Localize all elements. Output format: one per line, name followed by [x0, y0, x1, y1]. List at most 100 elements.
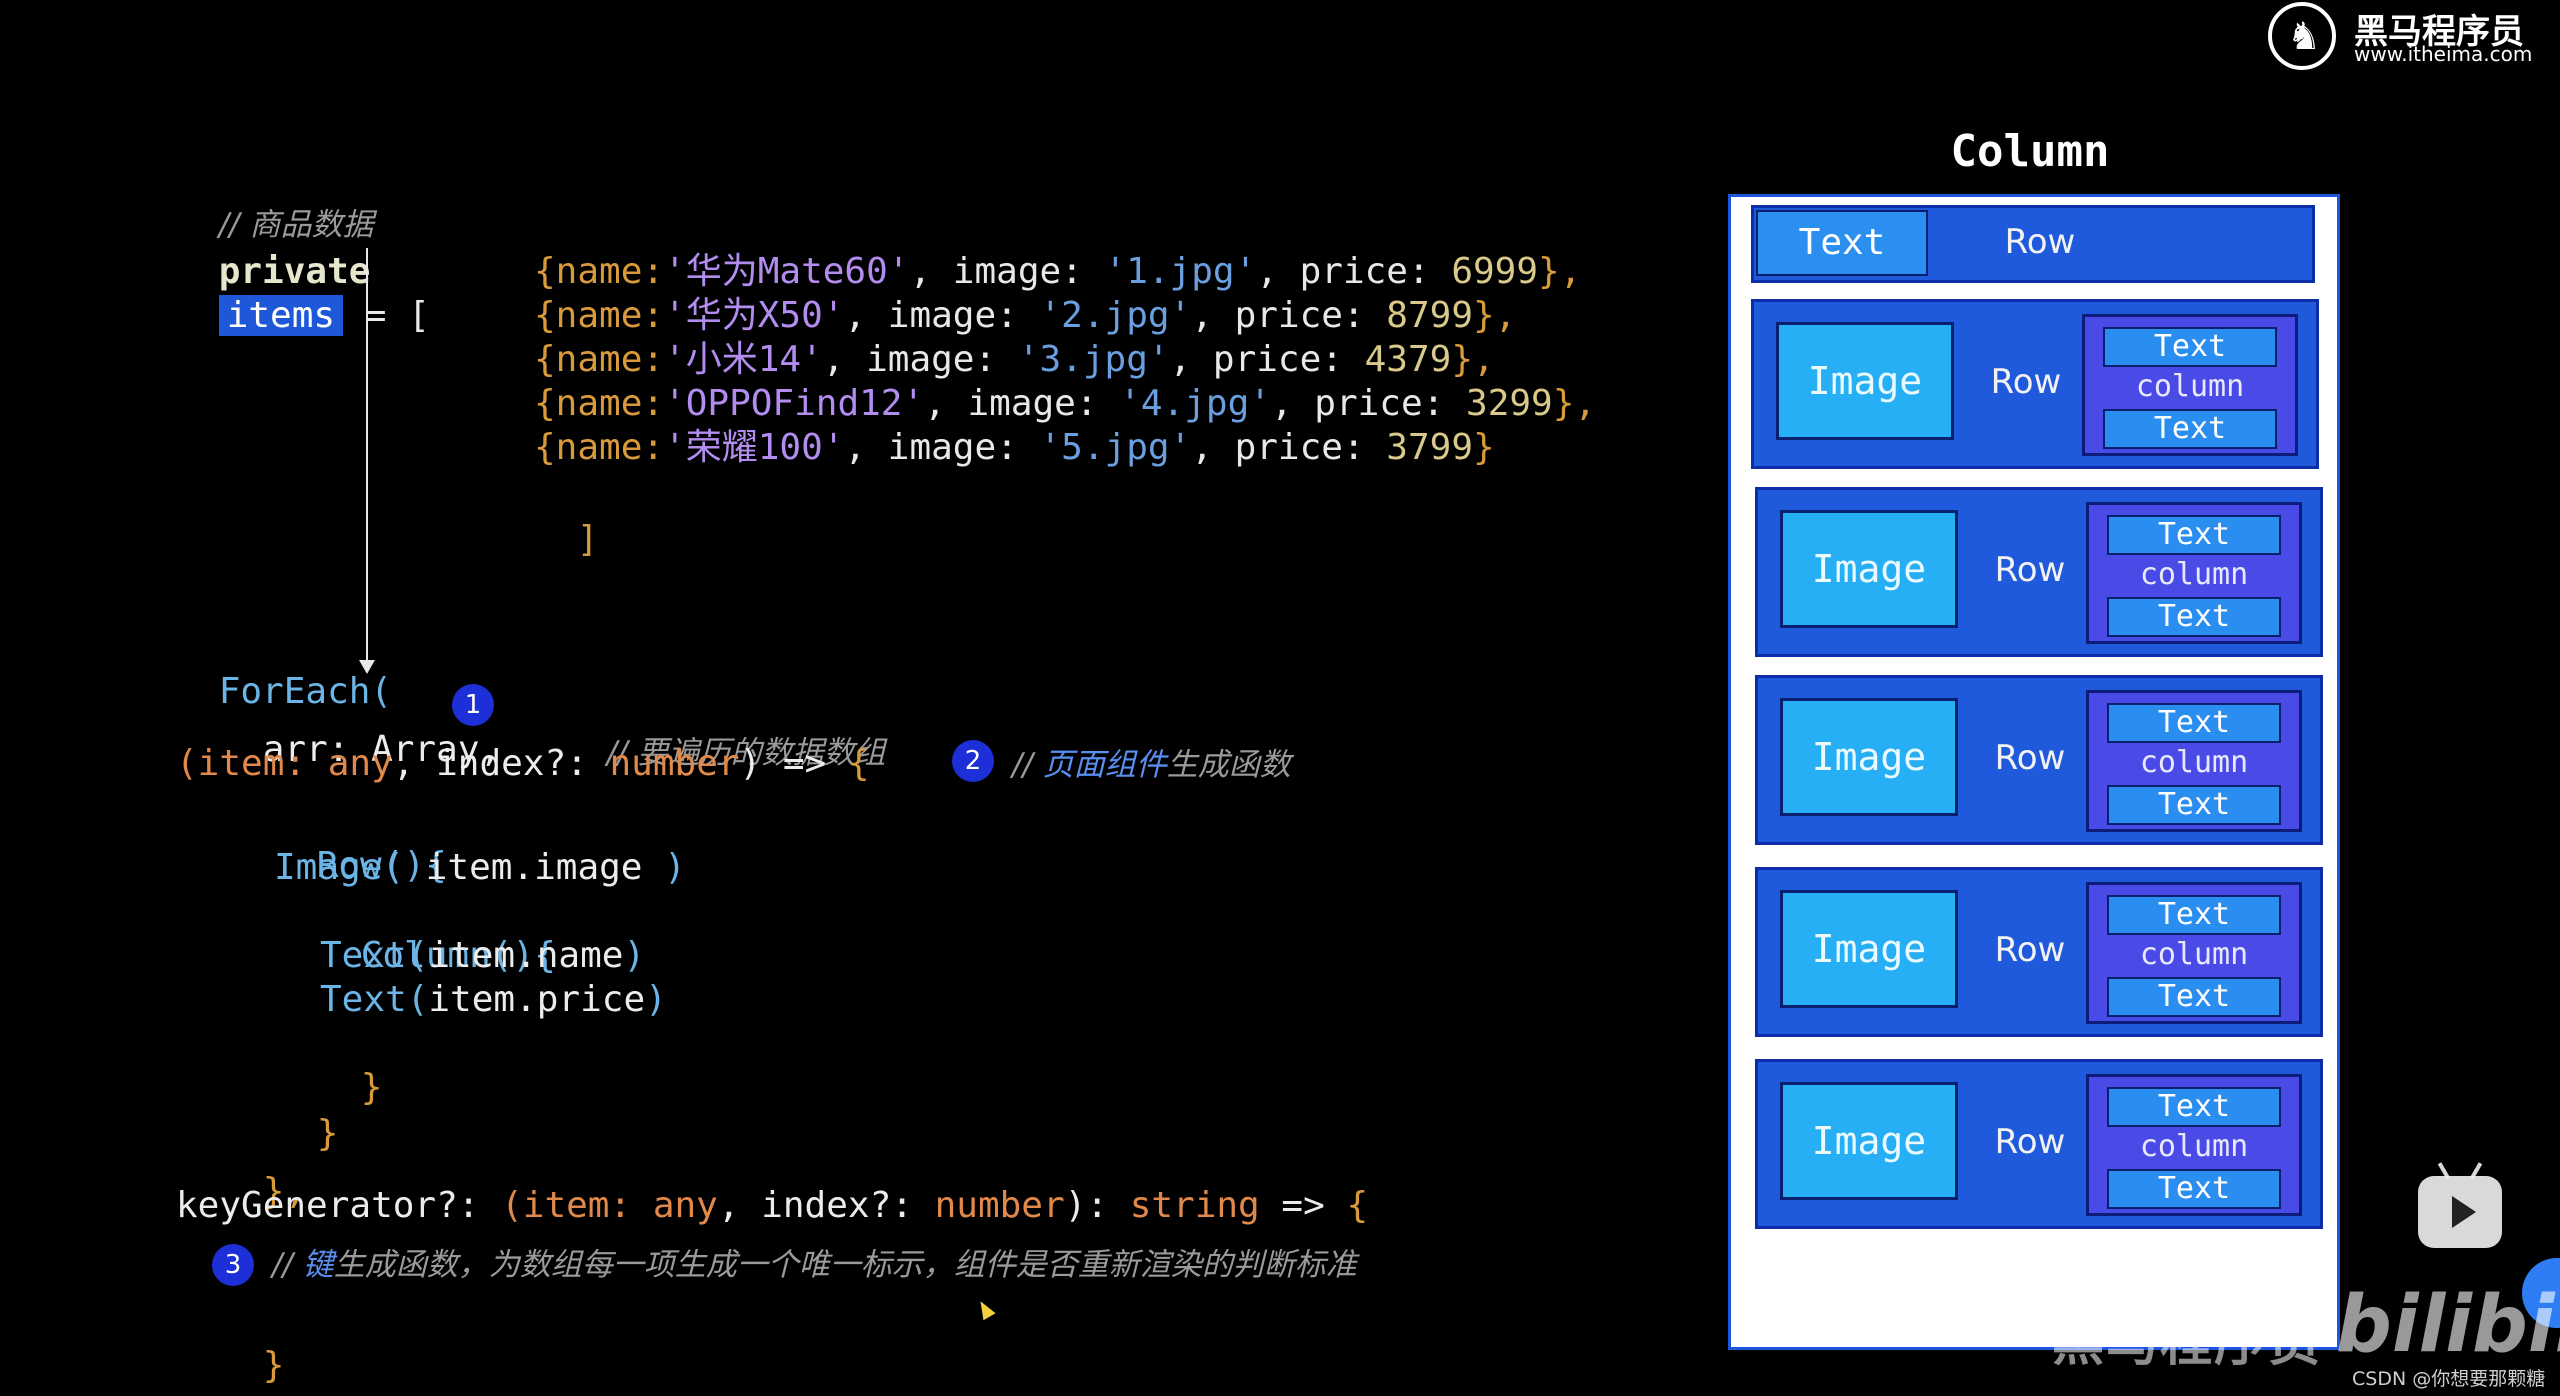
column-call: Column(){ [360, 935, 556, 976]
keygen-close: } [262, 1345, 285, 1386]
row-label: Row [1994, 738, 2066, 778]
items-variable[interactable]: items [218, 295, 344, 336]
header-row: Text Row [1751, 205, 2315, 283]
row-call-line: Row(){ [230, 800, 447, 886]
row-label: Row [1994, 550, 2066, 590]
items-arrow-line [366, 248, 368, 662]
items-arrow-head [359, 660, 375, 674]
row-sep1: , image: [844, 427, 1040, 468]
type-number: number [609, 743, 740, 784]
column-text-top: Text [2107, 1087, 2281, 1127]
row-call: Row(){ [316, 845, 447, 886]
arr-param-line: arr: Array, [176, 684, 501, 770]
bilibili-tv-icon[interactable] [2418, 1176, 2502, 1248]
index-param: , index?: [392, 743, 610, 784]
badge-3: 3 [212, 1244, 254, 1286]
image-close: ) [664, 847, 686, 888]
row-image: '5.jpg' [1039, 427, 1192, 468]
row-close: }, [1451, 339, 1495, 380]
row-open: {name: [534, 383, 665, 424]
text-arg: item.name [428, 935, 624, 976]
fn-brace-open: { [847, 743, 870, 784]
row-sep2: , price: [1256, 251, 1452, 292]
arrow-op: ) => [739, 743, 848, 784]
logo-url: www.itheima.com [2354, 42, 2533, 66]
comment-3-prefix: // [272, 1247, 303, 1283]
row-image-placeholder: Image [1780, 1082, 1958, 1200]
row-column: Text column Text [2086, 502, 2302, 644]
column-label: column [2135, 369, 2245, 404]
row-sep1: , image: [909, 251, 1105, 292]
image-call-line: Image( item.image ) [274, 846, 686, 890]
row-sep1: , image: [822, 339, 1018, 380]
image-arg: item.image [404, 847, 665, 888]
row-sep1: , image: [844, 295, 1040, 336]
row-image: '3.jpg' [1017, 339, 1170, 380]
column-close-line: } [274, 1022, 383, 1108]
foreach-call: ForEach( [218, 671, 393, 712]
row-open: {name: [534, 251, 665, 292]
badge-2: 2 [952, 740, 994, 782]
row-open: {name: [534, 339, 665, 380]
row-price: 6999 [1451, 251, 1539, 292]
keygen-name: keyGenerator?: [176, 1185, 502, 1226]
csdn-credit: CSDN @你想要那颗糖 [2352, 1368, 2546, 1390]
text-close: ) [645, 979, 667, 1020]
fn-close-line: }, [176, 1126, 306, 1212]
row-image-placeholder: Image [1780, 890, 1958, 1008]
row-open: {name: [534, 295, 665, 336]
row-close: } [316, 1113, 339, 1154]
text-name-line: Text(item.name) [320, 934, 645, 978]
item-fn-line: (item: any, index?: number) => { [176, 742, 870, 786]
row-label: Row [1994, 1122, 2066, 1162]
comment-2-line: // 页面组件生成函数 [1012, 742, 1291, 786]
item-row-5: Image Row Text column Text [1755, 1059, 2323, 1229]
diagram-title: Column [1950, 126, 2110, 177]
assign-bracket: = [ [343, 295, 430, 336]
column-text-bottom: Text [2107, 977, 2281, 1017]
row-image: '4.jpg' [1119, 383, 1271, 424]
comment-3-rest: 生成函数，为数组每一项生成一个唯一标示，组件是否重新渲染的判断标准 [333, 1247, 1357, 1283]
row-price: 4379 [1364, 339, 1452, 380]
data-row-4: {name:'OPPOFind12', image: '4.jpg', pric… [534, 382, 1596, 426]
row-sep2: , price: [1169, 339, 1365, 380]
row-column: Text column Text [2082, 314, 2298, 456]
data-row-3: {name:'小米14', image: '3.jpg', price: 437… [534, 338, 1495, 382]
keygen-close-line: } [176, 1300, 285, 1386]
column-call-line: Column(){ [274, 890, 556, 976]
row-price: 3299 [1466, 383, 1553, 424]
column-text-bottom: Text [2107, 1169, 2281, 1209]
column-label: column [2139, 557, 2249, 592]
keyword-private: private [218, 251, 371, 292]
row-name: 'OPPOFind12' [664, 383, 925, 424]
image-call: Image( [274, 847, 405, 888]
row-image-placeholder: Image [1780, 510, 1958, 628]
comment-2-prefix: // [1012, 747, 1043, 783]
header-text: Text [1756, 210, 1928, 276]
column-text-top: Text [2107, 515, 2281, 555]
row-column: Text column Text [2086, 882, 2302, 1024]
keygen-index: , index?: [717, 1185, 935, 1226]
horse-icon: ♞ [2287, 14, 2322, 58]
comment-2-rest: 生成函数 [1166, 747, 1291, 783]
data-row-5: {name:'荣耀100', image: '5.jpg', price: 37… [534, 426, 1495, 470]
logo-name: 黑马程序员 [2354, 12, 2524, 52]
row-label: Row [1994, 930, 2066, 970]
keygen-string: string [1129, 1185, 1260, 1226]
column-label: column [2139, 1129, 2249, 1164]
badge-1: 1 [452, 684, 494, 726]
keygen-ret: ): [1064, 1185, 1130, 1226]
row-open: {name: [534, 427, 665, 468]
comment-3-highlight: 键 [302, 1247, 334, 1283]
mouse-cursor-icon [974, 1297, 996, 1321]
row-price: 3799 [1386, 427, 1473, 468]
row-name: '华为X50' [664, 295, 845, 336]
play-icon [2452, 1196, 2476, 1228]
row-image-placeholder: Image [1776, 322, 1954, 440]
column-text-bottom: Text [2103, 409, 2277, 449]
data-row-2: {name:'华为X50', image: '2.jpg', price: 87… [534, 294, 1516, 338]
column-container: Text Row Image Row Text column Text Imag… [1728, 194, 2340, 1350]
item-row-1: Image Row Text column Text [1751, 299, 2319, 469]
keygen-number: number [934, 1185, 1065, 1226]
array-close-line: ] [490, 474, 599, 560]
